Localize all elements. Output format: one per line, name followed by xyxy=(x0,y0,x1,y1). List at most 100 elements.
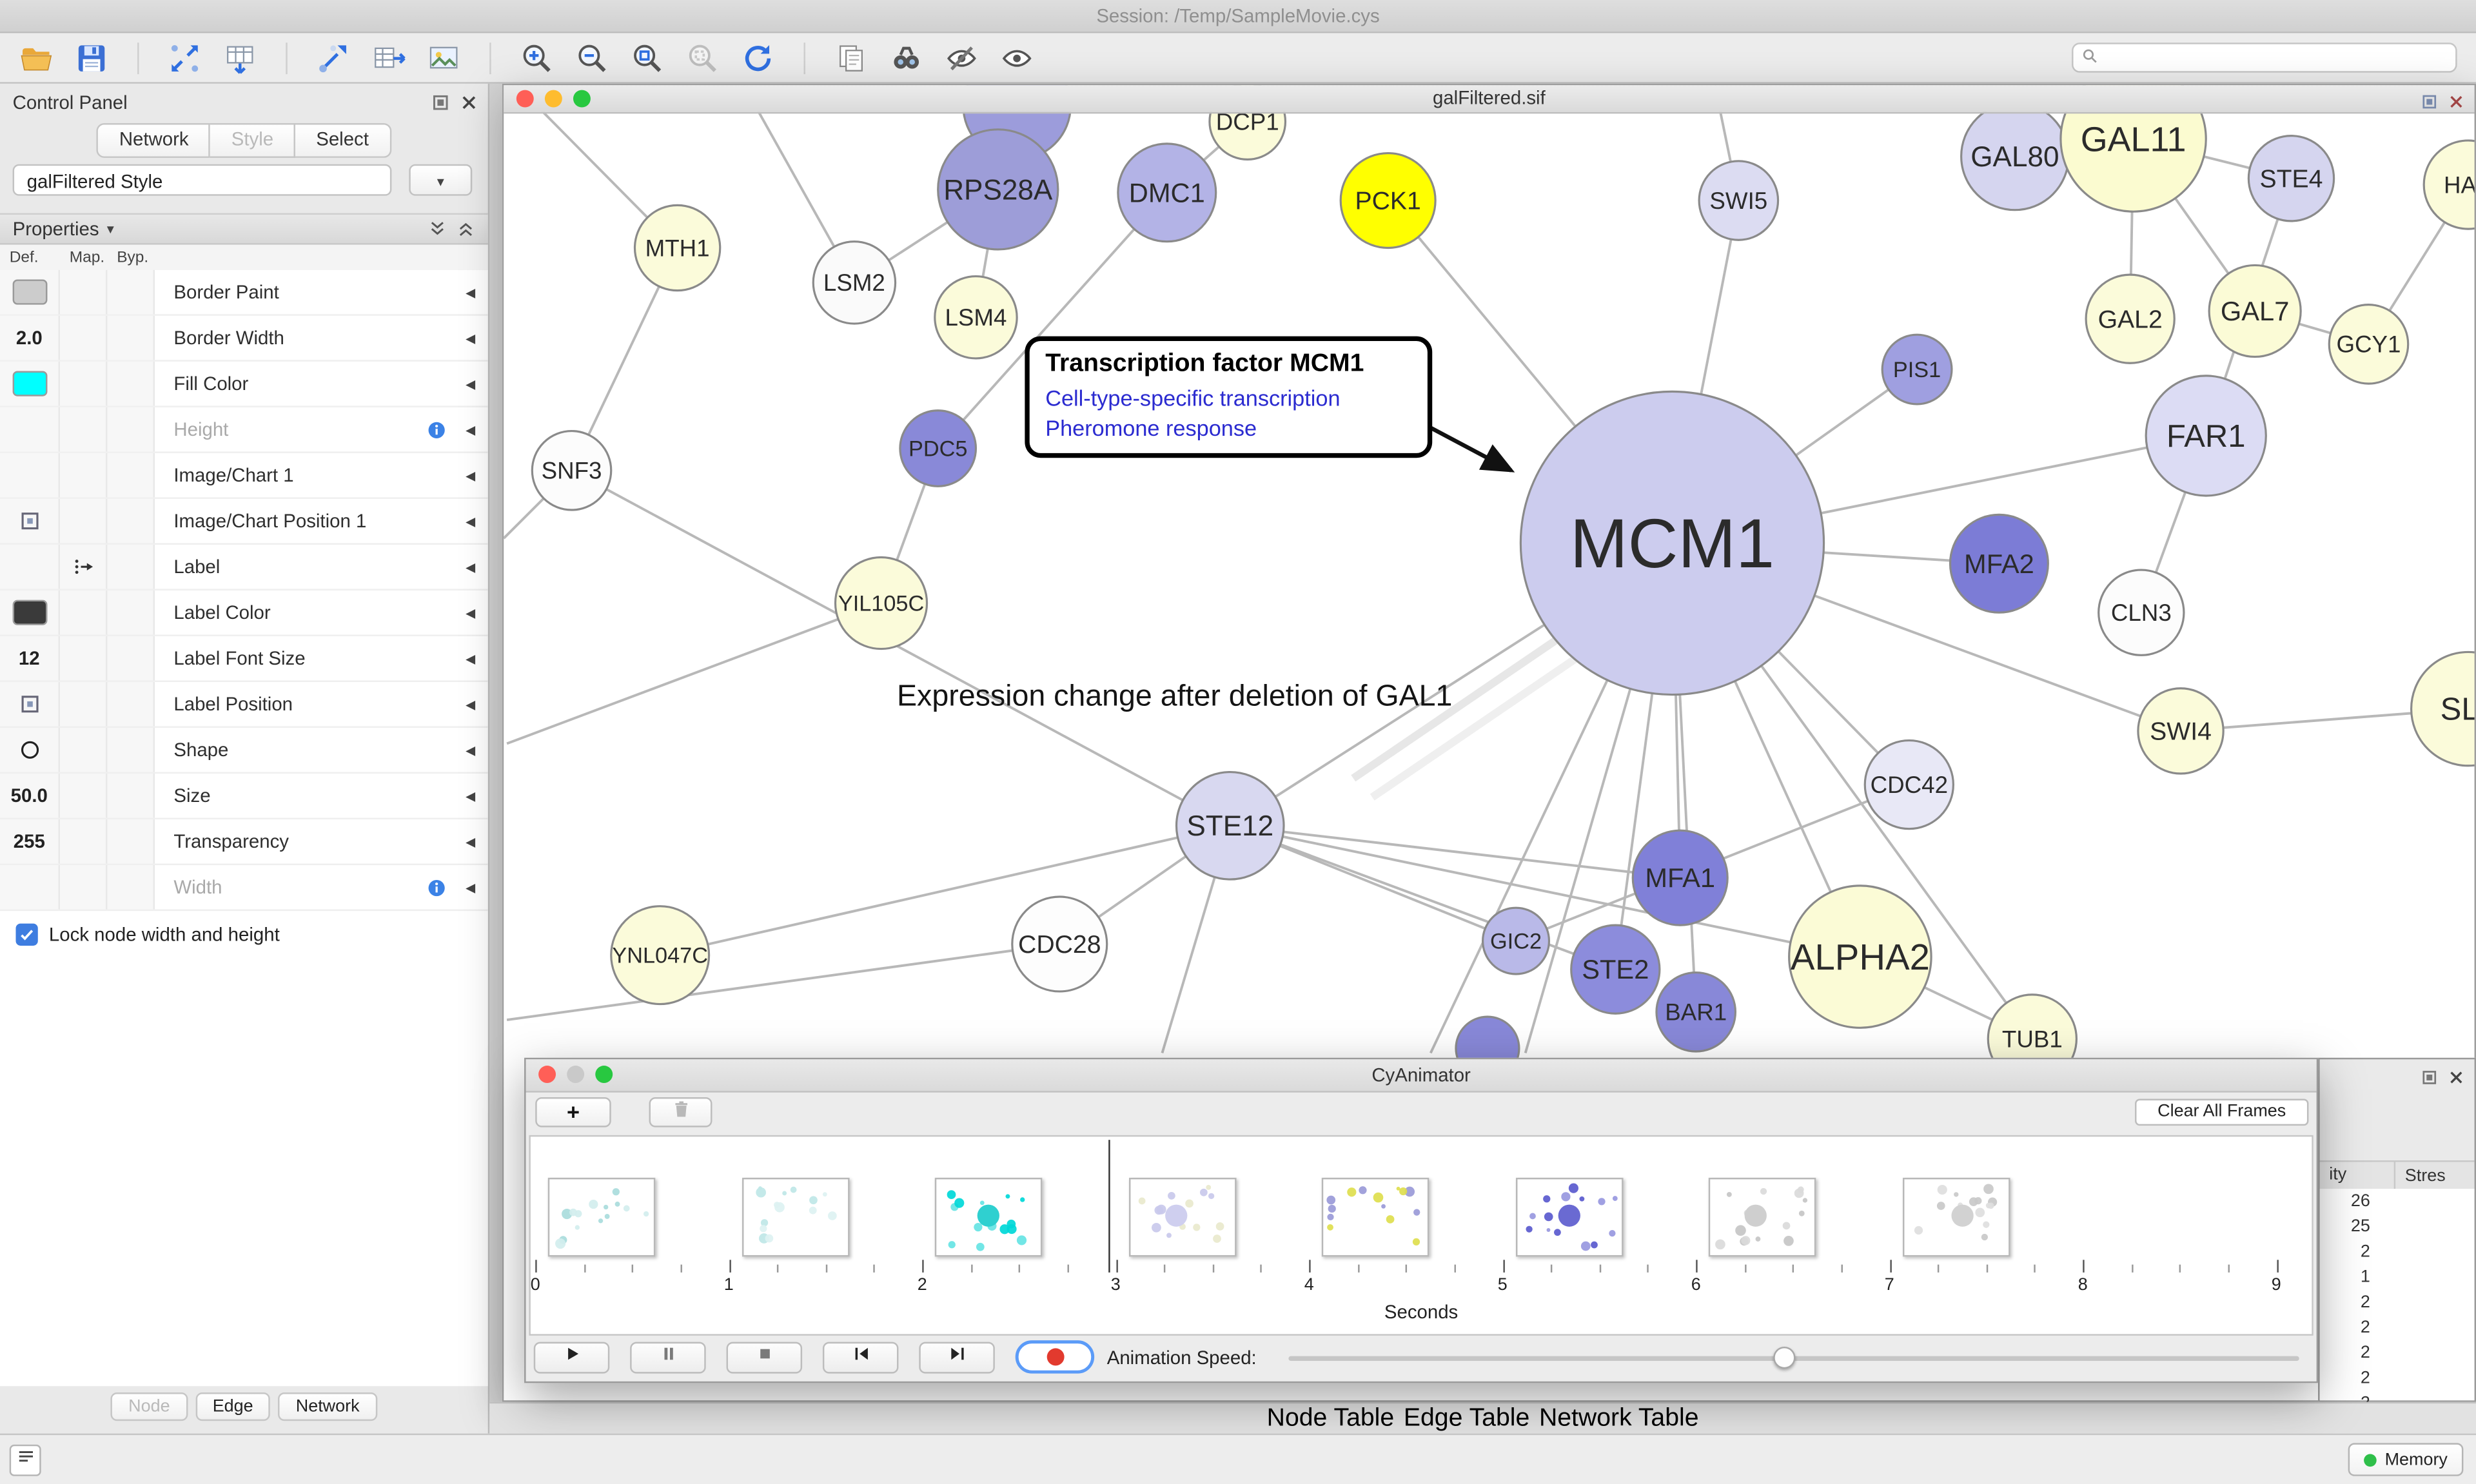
pause-button[interactable] xyxy=(630,1342,706,1374)
frame-thumbnail-6[interactable] xyxy=(1708,1177,1816,1257)
expand-arrow-icon[interactable]: ◀ xyxy=(466,697,476,712)
node-CDC42[interactable]: CDC42 xyxy=(1863,739,1954,830)
close-cyanimator-icon[interactable] xyxy=(538,1066,556,1084)
bypass-cell[interactable] xyxy=(107,636,155,681)
refresh-icon[interactable] xyxy=(741,40,776,75)
node-CDC28[interactable]: CDC28 xyxy=(1011,895,1108,993)
float-panel-icon[interactable] xyxy=(431,92,450,110)
float-table-icon[interactable] xyxy=(2421,1066,2438,1084)
table-row[interactable]: 2 xyxy=(2320,1239,2475,1264)
collapse-all-icon[interactable] xyxy=(428,219,447,238)
node-YNL047C[interactable]: YNL047C xyxy=(610,905,711,1006)
export-table-icon[interactable] xyxy=(371,40,406,75)
column-header-stres[interactable]: Stres xyxy=(2404,1166,2446,1186)
bypass-cell[interactable] xyxy=(107,453,155,498)
node-STE12[interactable]: STE12 xyxy=(1175,770,1285,881)
mapping-cell[interactable] xyxy=(60,865,108,910)
default-value-cell[interactable] xyxy=(0,361,61,406)
property-row[interactable]: Label Color◀ xyxy=(0,590,488,636)
expand-arrow-icon[interactable]: ◀ xyxy=(466,468,476,483)
default-value-cell[interactable] xyxy=(0,269,61,315)
table-row[interactable]: 2 xyxy=(2320,1340,2475,1365)
close-table-icon[interactable] xyxy=(2448,1066,2465,1084)
node-GAL80[interactable]: GAL80 xyxy=(1960,101,2070,211)
default-value-cell[interactable]: 12 xyxy=(0,636,61,681)
expand-arrow-icon[interactable]: ◀ xyxy=(466,285,476,300)
zoom-cyanimator-icon[interactable] xyxy=(595,1066,613,1084)
binoculars-icon[interactable] xyxy=(889,40,924,75)
panel-tab-network[interactable]: Network xyxy=(278,1392,377,1421)
current-style-select[interactable]: galFiltered Style xyxy=(12,164,392,196)
timeline-playhead[interactable] xyxy=(1108,1140,1110,1273)
default-value-cell[interactable]: 2.0 xyxy=(0,315,61,360)
default-value-cell[interactable] xyxy=(0,407,61,452)
mapping-cell[interactable] xyxy=(60,269,108,315)
property-row[interactable]: Width◀ xyxy=(0,865,488,912)
edge[interactable] xyxy=(1230,824,1680,879)
mapping-cell[interactable] xyxy=(60,407,108,452)
play-button[interactable] xyxy=(533,1342,610,1374)
export-network-icon[interactable] xyxy=(316,40,351,75)
bypass-cell[interactable] xyxy=(107,774,155,818)
table-row[interactable]: 2 xyxy=(2320,1315,2475,1340)
record-button[interactable] xyxy=(1015,1340,1095,1374)
mapping-cell[interactable] xyxy=(60,774,108,818)
delete-frame-button[interactable] xyxy=(649,1097,712,1128)
expand-arrow-icon[interactable]: ◀ xyxy=(466,834,476,849)
node-STE2[interactable]: STE2 xyxy=(1570,924,1661,1015)
bypass-cell[interactable] xyxy=(107,498,155,543)
float-view-icon[interactable] xyxy=(2421,90,2438,109)
search-input[interactable] xyxy=(2105,46,2448,69)
mapping-cell[interactable] xyxy=(60,636,108,681)
mapping-cell[interactable] xyxy=(60,544,108,589)
edge[interactable] xyxy=(1230,824,1616,971)
annotation-link[interactable]: Pheromone response xyxy=(1045,415,1257,440)
node-YIL105C[interactable]: YIL105C xyxy=(834,556,928,650)
panel-tab-node[interactable]: Node xyxy=(111,1392,188,1421)
property-row[interactable]: Shape◀ xyxy=(0,727,488,774)
node-MCM1[interactable]: MCM1 xyxy=(1519,390,1825,696)
frame-thumbnail-3[interactable] xyxy=(1128,1177,1236,1257)
add-frame-button[interactable]: + xyxy=(535,1097,611,1128)
mapping-cell[interactable] xyxy=(60,727,108,772)
bypass-cell[interactable] xyxy=(107,819,155,864)
node-HAP[interactable]: HAP xyxy=(2422,139,2475,230)
node-RPS28A[interactable]: RPS28A xyxy=(937,128,1059,251)
skip-start-button[interactable] xyxy=(822,1342,899,1374)
property-row[interactable]: Image/Chart 1◀ xyxy=(0,453,488,499)
default-value-cell[interactable] xyxy=(0,865,61,910)
animation-speed-slider[interactable] xyxy=(1288,1346,2299,1369)
edge[interactable] xyxy=(506,601,882,745)
node-MFA1[interactable]: MFA1 xyxy=(1631,829,1729,926)
style-options-button[interactable]: ▾ xyxy=(409,164,473,196)
ui-settings-button[interactable] xyxy=(9,1444,41,1476)
default-value-cell[interactable] xyxy=(0,681,61,727)
column-header-ity[interactable]: ity xyxy=(2320,1162,2396,1191)
default-value-cell[interactable] xyxy=(0,498,61,543)
tab-select[interactable]: Select xyxy=(295,123,391,158)
clear-all-frames-button[interactable]: Clear All Frames xyxy=(2135,1098,2309,1126)
bypass-cell[interactable] xyxy=(107,865,155,910)
import-network-icon[interactable] xyxy=(168,40,202,75)
node-GIC2[interactable]: GIC2 xyxy=(1482,906,1551,975)
property-row[interactable]: Border Paint◀ xyxy=(0,269,488,316)
mapping-cell[interactable] xyxy=(60,453,108,498)
node-PDC5[interactable]: PDC5 xyxy=(899,409,978,487)
open-session-icon[interactable] xyxy=(19,40,54,75)
bypass-cell[interactable] xyxy=(107,727,155,772)
frame-thumbnail-7[interactable] xyxy=(1901,1177,2010,1257)
expand-arrow-icon[interactable]: ◀ xyxy=(466,743,476,757)
frame-thumbnail-1[interactable] xyxy=(741,1177,849,1257)
property-row[interactable]: Label Position◀ xyxy=(0,681,488,728)
search-box[interactable] xyxy=(2072,43,2457,73)
frame-thumbnail-0[interactable] xyxy=(547,1177,656,1257)
tab-edge-table[interactable]: Edge Table xyxy=(1403,1405,1530,1432)
memory-button[interactable]: Memory xyxy=(2348,1443,2464,1476)
node-CLN3[interactable]: CLN3 xyxy=(2098,569,2185,656)
default-value-cell[interactable] xyxy=(0,544,61,589)
node-MTH1[interactable]: MTH1 xyxy=(633,204,722,292)
